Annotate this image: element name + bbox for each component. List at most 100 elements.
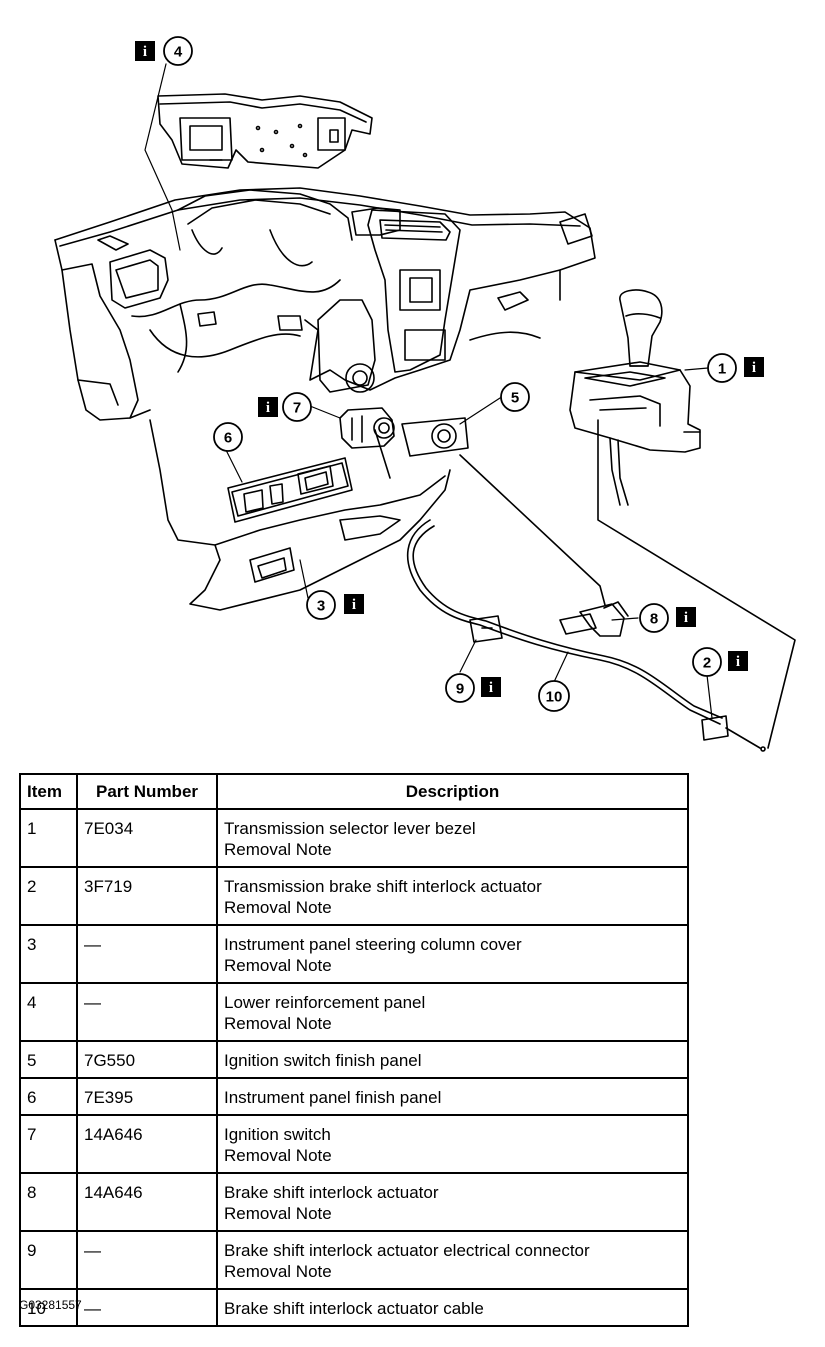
item-number-cell: 1 bbox=[19, 808, 78, 868]
item-number-cell: 2 bbox=[19, 866, 78, 926]
info-icon-letter: i bbox=[266, 400, 270, 416]
column-header-description: Description bbox=[216, 773, 689, 810]
figure-id: G03281557 bbox=[19, 1298, 82, 1312]
item-number-cell: 4 bbox=[19, 982, 78, 1042]
info-icon-letter: i bbox=[143, 44, 147, 60]
callout-4: i 4 bbox=[135, 36, 193, 66]
info-icon bbox=[676, 607, 696, 627]
callout-1-number: 1 bbox=[718, 361, 726, 378]
description-text: Lower reinforcement panel bbox=[224, 993, 426, 1012]
removal-note-link[interactable]: Removal Note bbox=[224, 898, 332, 917]
info-icon-letter: i bbox=[684, 610, 688, 626]
ignition-switch-drawing bbox=[339, 407, 395, 449]
description-cell: Transmission brake shift interlock actua… bbox=[216, 866, 689, 926]
part-number-cell: — bbox=[76, 1230, 218, 1290]
table-header-row: Item Part Number Description bbox=[19, 773, 689, 810]
column-header-part-number: Part Number bbox=[76, 773, 218, 810]
callout-3: 3 i bbox=[306, 590, 364, 620]
item-number-cell: 6 bbox=[19, 1077, 78, 1116]
info-icon bbox=[744, 357, 764, 377]
description-text: Ignition switch bbox=[224, 1125, 331, 1144]
callout-5: 5 bbox=[500, 382, 530, 412]
callout-10-number: 10 bbox=[546, 689, 563, 706]
info-icon-letter: i bbox=[752, 360, 756, 376]
callout-10: 10 bbox=[538, 680, 570, 712]
table-row: 3—Instrument panel steering column cover… bbox=[19, 924, 689, 984]
description-text: Instrument panel steering column cover bbox=[224, 935, 522, 954]
callout-8-number: 8 bbox=[650, 611, 658, 628]
part-number-cell: 3F719 bbox=[76, 866, 218, 926]
column-header-item: Item bbox=[19, 773, 78, 810]
removal-note-link[interactable]: Removal Note bbox=[224, 1262, 332, 1281]
description-text: Brake shift interlock actuator bbox=[224, 1183, 439, 1202]
info-icon bbox=[728, 651, 748, 671]
callout-6-number: 6 bbox=[224, 430, 232, 447]
info-icon bbox=[258, 397, 278, 417]
table-row: 9— Brake shift interlock actuator electri… bbox=[19, 1230, 689, 1290]
description-text: Brake shift interlock actuator electrica… bbox=[224, 1241, 590, 1260]
removal-note-link[interactable]: Removal Note bbox=[224, 956, 332, 975]
info-icon-letter: i bbox=[352, 597, 356, 613]
item-number-cell: 7 bbox=[19, 1114, 78, 1174]
info-icon bbox=[481, 677, 501, 697]
description-cell: Brake shift interlock actuator electrica… bbox=[216, 1230, 689, 1290]
item-number-cell: 9 bbox=[19, 1230, 78, 1290]
ignition-switch-finish-panel-drawing bbox=[401, 417, 469, 457]
callout-4-number: 4 bbox=[174, 44, 183, 61]
table-row: 10—Brake shift interlock actuator cable bbox=[19, 1288, 689, 1327]
item-number-cell: 3 bbox=[19, 924, 78, 984]
callouts: i 4 1 i i 7 5 6 3 i bbox=[135, 36, 764, 712]
selector-lever-drawing bbox=[569, 289, 701, 506]
item-number-cell: 10 bbox=[19, 1288, 78, 1327]
item-number-cell: 5 bbox=[19, 1040, 78, 1079]
description-text: Transmission brake shift interlock actua… bbox=[224, 877, 542, 896]
callout-7-number: 7 bbox=[293, 400, 301, 417]
exploded-view-diagram: i 4 1 i i 7 5 6 3 i bbox=[54, 36, 796, 752]
callout-5-number: 5 bbox=[511, 390, 519, 407]
part-number-cell: 7G550 bbox=[76, 1040, 218, 1079]
part-number-cell: 14A646 bbox=[76, 1172, 218, 1232]
callout-2-number: 2 bbox=[703, 655, 711, 672]
callout-3-number: 3 bbox=[317, 598, 325, 615]
part-number-cell: — bbox=[76, 924, 218, 984]
removal-note-link[interactable]: Removal Note bbox=[224, 840, 332, 859]
instrument-panel-finish-panel-drawing bbox=[227, 457, 353, 523]
description-cell: Brake shift interlock actuator cable bbox=[216, 1288, 689, 1327]
part-number-cell: 7E034 bbox=[76, 808, 218, 868]
info-icon-letter: i bbox=[489, 680, 493, 696]
description-text: Ignition switch finish panel bbox=[224, 1051, 422, 1070]
info-icon-letter: i bbox=[736, 654, 740, 670]
callout-7: i 7 bbox=[258, 392, 312, 422]
part-number-cell: 7E395 bbox=[76, 1077, 218, 1116]
removal-note-link[interactable]: Removal Note bbox=[224, 1146, 332, 1165]
description-text: Instrument panel finish panel bbox=[224, 1088, 442, 1107]
removal-note-link[interactable]: Removal Note bbox=[224, 1014, 332, 1033]
item-number-cell: 8 bbox=[19, 1172, 78, 1232]
part-number-cell: 14A646 bbox=[76, 1114, 218, 1174]
description-cell: Instrument panel finish panel bbox=[216, 1077, 689, 1116]
instrument-panel-drawing bbox=[54, 187, 596, 611]
callout-2: 2 i bbox=[692, 647, 748, 677]
interlock-cable-drawing bbox=[374, 419, 796, 752]
lower-reinforcement-panel-drawing bbox=[157, 93, 373, 169]
info-icon bbox=[344, 594, 364, 614]
leader-lines bbox=[144, 63, 713, 719]
callout-9-number: 9 bbox=[456, 681, 464, 698]
info-icon bbox=[135, 41, 155, 61]
description-cell: Ignition switch finish panel bbox=[216, 1040, 689, 1079]
removal-note-link[interactable]: Removal Note bbox=[224, 1204, 332, 1223]
part-number-cell: — bbox=[76, 1288, 218, 1327]
callout-8: 8 i bbox=[639, 603, 696, 633]
